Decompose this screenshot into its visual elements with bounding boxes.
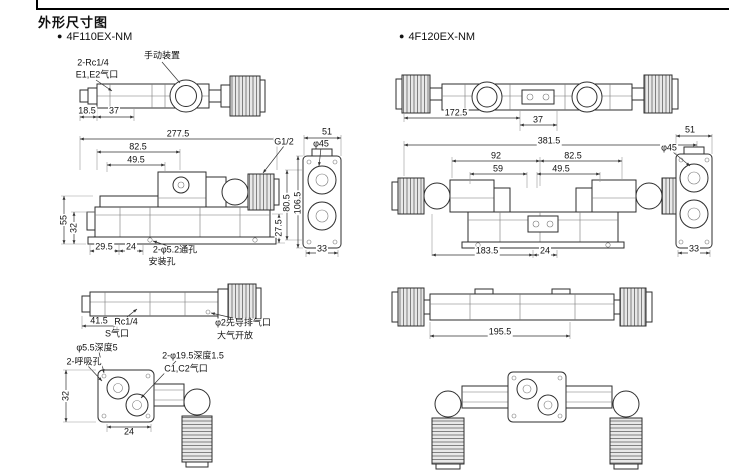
- note-label: 2-φ19.5深度1.5: [161, 350, 225, 361]
- dimension-label: 18.5: [77, 105, 97, 116]
- dimension-label: 49.5: [551, 163, 571, 174]
- dimension-label: 59: [491, 163, 505, 174]
- port-label: E1,E2气口: [74, 69, 120, 80]
- section-header-4f110: ●4F110EX-NM: [57, 31, 132, 43]
- section-label: 4F120EX-NM: [408, 31, 476, 43]
- port-label: C1,C2气口: [163, 363, 209, 374]
- dimension-label: 172.5: [443, 107, 469, 118]
- section-header-4f120: ●4F120EX-NM: [399, 31, 475, 43]
- dimension-label: 33: [315, 243, 329, 254]
- dimension-label: 51: [320, 126, 334, 137]
- note-label: 2-φ5.2通孔: [151, 244, 199, 255]
- dimension-label: 82.5: [128, 141, 148, 152]
- dimension-label: 32: [68, 221, 79, 235]
- dimension-label: 183.5: [474, 245, 500, 256]
- dimension-label: 41.5: [89, 315, 109, 326]
- note-label: 2-呼吸孔: [65, 356, 103, 367]
- dimension-label: 80.5: [281, 193, 292, 213]
- note-label: φ2先导排气口: [214, 317, 272, 328]
- dimension-label: 27.5: [273, 218, 284, 238]
- port-label: Rc1/4: [113, 316, 139, 327]
- dimension-label: 32: [60, 389, 71, 403]
- note-label: 大气开放: [215, 330, 255, 341]
- dimension-label: 381.5: [536, 135, 562, 146]
- section-label: 4F110EX-NM: [66, 31, 133, 43]
- page-title: 外形尺寸图: [38, 15, 109, 30]
- bullet-icon: ●: [57, 31, 63, 41]
- page-edge-tick: [36, 0, 38, 10]
- dimension-label: 106.5: [292, 190, 303, 216]
- dimension-label: φ45: [660, 142, 678, 153]
- dimension-label: 24: [122, 426, 136, 437]
- note-label: 安装孔: [147, 256, 177, 267]
- dimension-label: 51: [683, 124, 697, 135]
- port-label: G1/2: [273, 136, 295, 147]
- bullet-icon: ●: [399, 31, 405, 41]
- dimension-label: 24: [538, 245, 552, 256]
- dimension-label: φ45: [312, 138, 330, 149]
- note-label: 手动装置: [142, 50, 182, 61]
- note-label: φ5.5深度5: [75, 342, 119, 353]
- dimension-label: 277.5: [165, 128, 191, 139]
- dimension-label: 37: [107, 105, 121, 116]
- dimension-label: 37: [531, 114, 545, 125]
- dimension-label: 29.5: [94, 241, 114, 252]
- top-rule: [36, 8, 729, 10]
- dimension-label: 24: [124, 241, 138, 252]
- port-label: S气口: [103, 328, 131, 339]
- dimension-label: 55: [58, 213, 69, 227]
- dimension-label: 49.5: [126, 154, 146, 165]
- dimension-label: 92: [489, 150, 503, 161]
- port-label: 2-Rc1/4: [76, 57, 110, 68]
- dimension-label: 33: [687, 243, 701, 254]
- dimension-label: 82.5: [563, 150, 583, 161]
- dimension-label: 195.5: [487, 326, 513, 337]
